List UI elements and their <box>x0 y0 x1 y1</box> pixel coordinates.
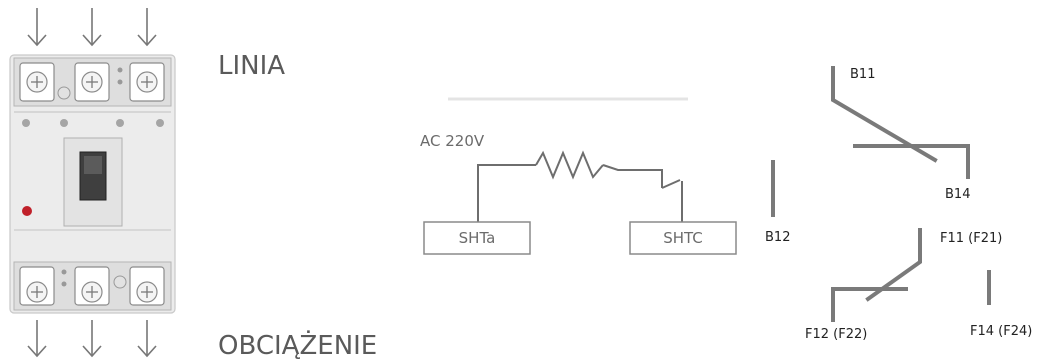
label-b12: B12 <box>765 230 790 245</box>
terminal-sht-c-label: SHTC <box>663 229 703 247</box>
contact-f11 <box>865 228 922 302</box>
resistor-icon <box>535 150 604 180</box>
load-arrows <box>27 320 157 358</box>
aux-contacts <box>771 66 991 322</box>
label-f12: F12 (F22) <box>805 327 867 342</box>
voltage-label: AC 220V <box>420 132 485 150</box>
arrow-down-icon <box>137 8 157 47</box>
arrow-down-icon <box>27 8 47 47</box>
top-screw-icon <box>57 86 71 100</box>
arrow-down-icon <box>82 8 102 47</box>
switch-contact <box>661 179 681 189</box>
line-label: LINIA <box>218 51 285 81</box>
label-b14: B14 <box>945 187 970 202</box>
bottom-screw-icon <box>113 275 127 289</box>
line-arrows <box>27 8 157 47</box>
label-f14: F14 (F24) <box>970 324 1032 339</box>
terminal-sht-a <box>423 221 531 255</box>
wire-right <box>602 164 663 188</box>
arrow-down-icon <box>82 320 102 358</box>
breaker-illustration <box>9 8 176 358</box>
contact-b14 <box>853 144 970 179</box>
arrow-down-icon <box>27 320 47 358</box>
arrow-down-icon <box>137 320 157 358</box>
contact-f12 <box>831 287 908 322</box>
label-f11: F11 (F21) <box>940 231 1002 246</box>
wire-left <box>477 164 536 222</box>
terminal-sht-a-label: SHTa <box>459 229 496 247</box>
terminal-sht-c <box>629 221 737 255</box>
label-b11: B11 <box>850 67 875 82</box>
shunt-trip-circuit: AC 220V SHTa SHTC <box>420 97 737 255</box>
trip-indicator <box>22 206 32 216</box>
contact-b11 <box>831 66 938 163</box>
load-label: OBCIĄŻENIE <box>218 329 377 361</box>
